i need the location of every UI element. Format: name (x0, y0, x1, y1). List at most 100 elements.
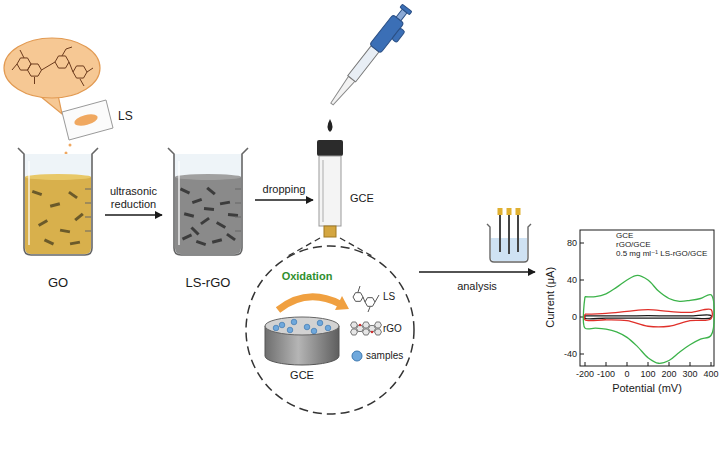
sample-dot (304, 324, 310, 330)
rgo-icon-part (363, 322, 370, 328)
ls-rgo-beaker-label-holder: LS-rGO (186, 276, 231, 291)
flow-arrow (419, 271, 535, 272)
ls-structure-part (28, 64, 42, 76)
rgo-defect (371, 331, 374, 334)
sheet-flake (68, 191, 78, 199)
electrochemical-cell-part (487, 224, 531, 262)
ls-structure-part (55, 56, 69, 68)
pipette-part (329, 76, 355, 106)
go-beaker-shape (15, 145, 101, 258)
sample-dot (291, 319, 297, 325)
ls-paper-sample (61, 100, 114, 163)
legend-line (600, 244, 612, 245)
rgo-icon-part (375, 322, 382, 328)
cv-curve (584, 309, 712, 327)
tick-label-holder: 80 (567, 238, 577, 248)
tick-label: 0 (624, 369, 629, 379)
sheet-flake (192, 198, 202, 204)
sheet-flake (74, 213, 84, 222)
pipette-part (392, 28, 405, 43)
zoom-circle-label: samples (366, 350, 403, 362)
ls-rgo-beaker: LS-rGO (165, 145, 251, 258)
cv-chart-label: Current (μA) (544, 267, 557, 328)
ls-structure-part (73, 66, 87, 78)
electrode-shine (322, 160, 324, 222)
rgo-icon-part (351, 329, 358, 335)
sample-dot (279, 322, 285, 328)
cv-curve (583, 275, 714, 363)
sample-dot (273, 325, 279, 331)
gce-electrode-shape (316, 140, 344, 238)
electrochemical-cell (487, 208, 531, 262)
ls-icon (353, 286, 379, 312)
tick-label-holder: 0 (572, 312, 577, 322)
zoom-circle-label: rGO (383, 323, 402, 335)
component-label-holder: LS (118, 110, 133, 124)
zoom-circle-outline (246, 246, 414, 414)
tick-label-holder: -100 (597, 369, 615, 379)
beaker-glass (24, 154, 92, 255)
ls-speech-bubble (4, 38, 100, 114)
ls-icon-part (358, 286, 379, 312)
electrode-tip (324, 226, 336, 237)
ls-structure-part (12, 47, 93, 86)
gce-electrode-label-holder: GCE (350, 192, 374, 205)
zoom-circle-label-holder: LS (383, 291, 395, 303)
electrochemical-cell-part (508, 214, 510, 254)
sheet-flake (182, 234, 192, 241)
tick-label: 400 (703, 369, 718, 379)
graduation (235, 189, 241, 231)
plot-frame (580, 230, 714, 366)
liquid-surface (25, 174, 91, 180)
gce-cylinder-top (265, 317, 339, 335)
beaker-liquid (25, 177, 91, 254)
go-beaker-label-holder: GO (48, 276, 68, 291)
tick-label-holder: 300 (682, 369, 697, 379)
gce-cylinder-label-holder: GCE (290, 369, 314, 382)
edge-label: analysis (456, 280, 498, 293)
zoom-circle: OxidationLS rGO samplesGCE (245, 245, 415, 415)
legend-line (600, 253, 612, 254)
ls-speech-bubble-part (4, 38, 100, 98)
electrochemical-cell-part (517, 214, 519, 252)
oxidation-arrowhead (335, 296, 349, 310)
tick-label: 200 (661, 369, 676, 379)
ls-icon-part (353, 293, 363, 302)
gce-electrode: GCE (316, 140, 344, 238)
electrode-cap (317, 140, 343, 156)
electrochemical-cell-part (516, 208, 521, 215)
tick-label: 100 (640, 369, 655, 379)
legend-label: 0.5 mg ml⁻¹ LS-rGO/GCE (616, 249, 707, 258)
ls-rgo-beaker-label: LS-rGO (186, 276, 231, 291)
beaker-glass (174, 154, 242, 255)
ls-paper-sample-part (69, 144, 72, 147)
tick-label: 40 (567, 275, 577, 285)
electrode-body (319, 156, 341, 226)
edge-label-holder: dropping (254, 179, 314, 197)
tick-label-holder: 0 (624, 369, 629, 379)
sample-dot (325, 325, 331, 331)
rgo-icon-part (375, 329, 382, 335)
flow-arrow (255, 199, 313, 200)
tick-label: 0 (572, 312, 577, 322)
tick-label: -200 (576, 369, 594, 379)
sheet-flake (204, 207, 214, 211)
liquid-surface (175, 174, 241, 180)
rgo-icon-part (357, 325, 364, 331)
legend-line (600, 235, 612, 236)
sheet-flake (212, 238, 222, 243)
legend-label: GCE (616, 231, 633, 240)
zoom-circle-label: Oxidation (282, 270, 333, 283)
sheet-flake (200, 217, 210, 225)
edge-label-holder: analysis (442, 276, 512, 294)
sample-dot (311, 328, 317, 334)
gce-electrode-label: GCE (350, 192, 374, 205)
sheet-flake (60, 229, 70, 234)
rgo-defect (359, 324, 362, 327)
cv-chart-label-holder: Potential (mV) (612, 382, 682, 395)
go-beaker: GO (15, 145, 101, 258)
ls-paper-sample-part (73, 112, 99, 128)
sheet-flake (220, 201, 230, 206)
tick-label-holder: 400 (703, 369, 718, 379)
sample-dot (317, 320, 323, 326)
